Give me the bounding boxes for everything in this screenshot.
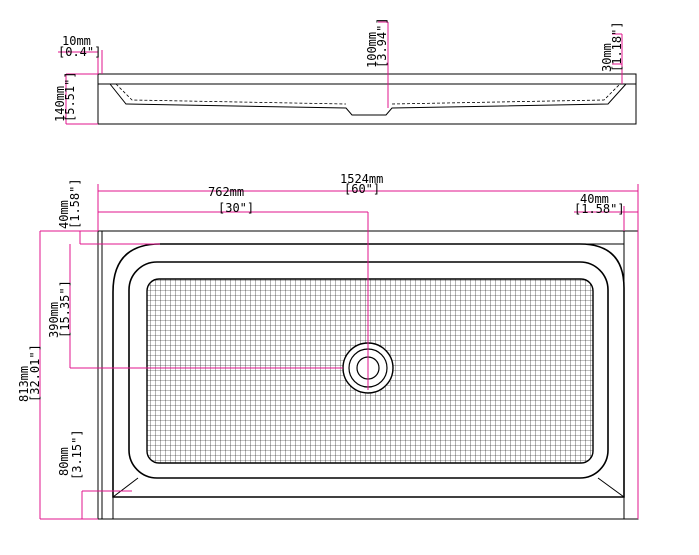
drain-center-x-mm-label: 762mm bbox=[208, 185, 244, 199]
bottom-step-inch-label: [3.15"] bbox=[70, 429, 84, 480]
right-flange-mm-label: 40mm bbox=[580, 192, 609, 206]
overall-width-mm-label: 813mm bbox=[17, 366, 31, 402]
drain-depth-inch-label: [3.94"] bbox=[375, 17, 389, 68]
top-view: 1524mm [60"] 762mm [30"] 40mm [1.58"] 40… bbox=[17, 172, 639, 520]
right-flange-inch-label: [1.58"] bbox=[574, 202, 625, 216]
top-flange-inch-label: [1.58"] bbox=[68, 178, 82, 229]
edge-height-mm-label: 30mm bbox=[600, 43, 614, 72]
rim-thickness-mm-label: 10mm bbox=[62, 34, 91, 48]
drain-center-y-mm-label: 390mm bbox=[47, 302, 61, 338]
top-view-dimensions bbox=[39, 184, 639, 520]
side-view-basin-hidden-line bbox=[115, 83, 621, 105]
edge-height-inch-label: [1.18"] bbox=[610, 21, 624, 72]
overall-length-mm-label: 1524mm bbox=[340, 172, 383, 186]
top-flange-mm-label: 40mm bbox=[57, 200, 71, 229]
bottom-step-mm-label: 80mm bbox=[57, 447, 71, 476]
total-height-inch-label: [5.51"] bbox=[63, 71, 77, 122]
side-view-basin-profile bbox=[109, 83, 627, 116]
overall-width-inch-label: [32.01"] bbox=[28, 344, 42, 402]
drain-depth-mm-label: 100mm bbox=[365, 32, 379, 68]
side-view: 10mm [0.4"] 100mm [3.94"] 30mm [1.18"] 1… bbox=[53, 17, 637, 125]
side-view-dimensions bbox=[58, 21, 623, 125]
basin-bottom-lip bbox=[112, 477, 625, 519]
drain-center-x-inch-label: [30"] bbox=[218, 201, 254, 215]
basin-outer-edge bbox=[112, 243, 625, 498]
overall-length-inch-label: [60"] bbox=[344, 182, 380, 196]
rim-thickness-inch-label: [0.4"] bbox=[58, 45, 101, 59]
drain-center-y-inch-label: [15.35"] bbox=[58, 280, 72, 338]
total-height-mm-label: 140mm bbox=[53, 86, 67, 122]
side-view-outline bbox=[97, 73, 637, 125]
